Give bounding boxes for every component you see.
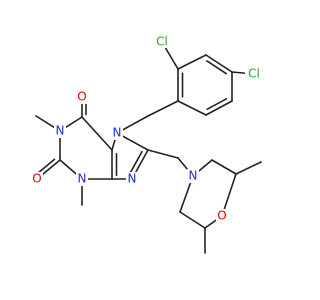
bond-ring-b1-b2 [177,54,207,70]
atom-label-n-3: N [78,172,87,186]
bond-c5-c6 [81,116,113,151]
atom-label-o-left: O [32,172,41,186]
atom-label-layer: Cl Cl O O O N N N [31,34,263,223]
molecule-structure-diagram: Cl Cl O O O N N N [31,34,263,254]
atom-label-cl-right: Cl [248,67,260,81]
bond-m2-methyl [235,161,262,175]
bond-c2-o-b [36,158,56,175]
atom-n-9: N [126,172,138,186]
atom-n-7: N [111,126,123,140]
bond-ring-b5-b6 [177,100,207,116]
atom-label-o-top: O [77,90,86,104]
atom-o-left: O [31,172,43,186]
bond-ring-b4-b5-inner [206,98,228,111]
atom-label-cl-top: Cl [156,35,168,49]
atom-n-morpholine: N [187,169,199,183]
atom-n-1: N [54,124,66,138]
atom-o-top: O [76,90,88,104]
atom-label-n-9: N [128,172,137,186]
atom-label-n-7: N [113,126,122,140]
bond-m1-m2 [211,159,237,175]
atom-cl-right: Cl [245,66,263,81]
bond-ring-b2-b3-inner [206,60,227,75]
atom-cl-top: Cl [153,34,171,49]
bond-ring-b2-b3 [205,54,233,73]
atom-label-o-morpholine: O [217,209,226,223]
bond-m4-m5 [179,211,206,229]
atom-label-n-morpholine: N [189,169,198,183]
atom-label-n-1: N [56,124,65,138]
bond-ring-b4-b5 [205,100,233,116]
bond-c8-n9-inner [129,150,143,174]
atom-o-morpholine: O [216,209,228,223]
atom-n-3: N [76,172,88,186]
bond-benzyl-ch2 [147,100,179,117]
bond-c8-ch2 [147,149,179,159]
